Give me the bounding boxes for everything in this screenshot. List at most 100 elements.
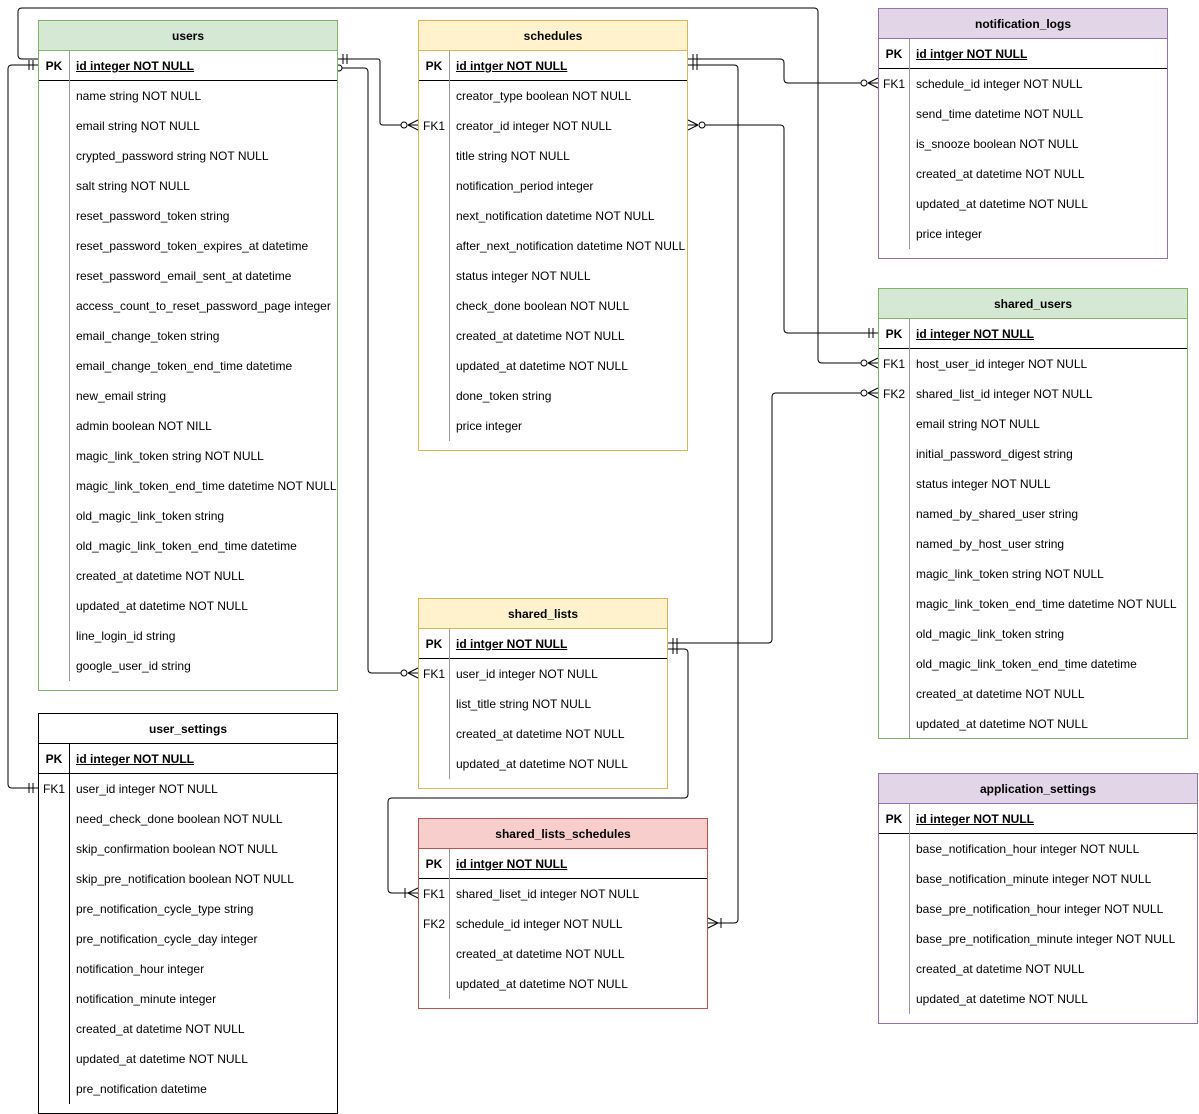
field-row: updated_at datetime NOT NULL bbox=[879, 189, 1167, 219]
field-row: old_magic_link_token string bbox=[879, 619, 1187, 649]
field-name: price integer bbox=[456, 419, 523, 433]
field-name: creator_type boolean NOT NULL bbox=[456, 89, 632, 103]
key-label bbox=[419, 141, 449, 171]
field-name: old_magic_link_token string bbox=[76, 509, 225, 523]
column-divider bbox=[909, 319, 910, 349]
key-label: FK1 bbox=[422, 119, 445, 133]
key-label bbox=[419, 689, 449, 719]
field-name: created_at datetime NOT NULL bbox=[456, 727, 625, 741]
field-name: magic_link_token_end_time datetime NOT N… bbox=[916, 597, 1177, 611]
rel-sharedlists-sharedusers bbox=[668, 392, 864, 644]
key-label bbox=[39, 894, 69, 924]
key-label: PK bbox=[885, 47, 903, 61]
field-row: created_at datetime NOT NULL bbox=[419, 321, 687, 351]
key-label bbox=[879, 709, 909, 739]
field-name: name string NOT NULL bbox=[76, 89, 202, 103]
field-name: reset_password_email_sent_at datetime bbox=[76, 269, 292, 283]
primary-key-row: PK id intger NOT NULL bbox=[419, 849, 707, 879]
field-row: updated_at datetime NOT NULL bbox=[879, 709, 1187, 739]
field-name: schedule_id integer NOT NULL bbox=[916, 77, 1083, 91]
key-label bbox=[879, 439, 909, 469]
key-label: PK bbox=[45, 59, 63, 73]
field-name: skip_pre_notification boolean NOT NULL bbox=[76, 872, 294, 886]
field-row: notification_period integer bbox=[419, 171, 687, 201]
table-title: shared_lists_schedules bbox=[419, 819, 707, 849]
field-name: after_next_notification datetime NOT NUL… bbox=[456, 239, 686, 253]
field-name: created_at datetime NOT NULL bbox=[76, 569, 245, 583]
key-label bbox=[39, 651, 69, 681]
column-divider bbox=[909, 804, 910, 834]
field-row: is_snooze boolean NOT NULL bbox=[879, 129, 1167, 159]
key-label bbox=[39, 81, 69, 111]
key-label bbox=[39, 351, 69, 381]
field-name: pre_notification datetime bbox=[76, 1082, 207, 1096]
key-label bbox=[419, 201, 449, 231]
rel-users-usersettings-start-one-marker bbox=[28, 60, 34, 70]
field-name: need_check_done boolean NOT NULL bbox=[76, 812, 283, 826]
field-row: google_user_id string bbox=[39, 651, 337, 681]
field-name: is_snooze boolean NOT NULL bbox=[916, 137, 1079, 151]
key-label bbox=[419, 351, 449, 381]
field-row: notification_minute integer bbox=[39, 984, 337, 1014]
column-divider bbox=[69, 81, 70, 681]
key-label bbox=[39, 954, 69, 984]
rel-schedules-sls-start-one-marker bbox=[692, 60, 698, 70]
table-title: schedules bbox=[419, 21, 687, 51]
field-row: name string NOT NULL bbox=[39, 81, 337, 111]
key-label bbox=[39, 864, 69, 894]
field-name: id integer NOT NULL bbox=[76, 752, 194, 766]
rel-sharedlists-sls-end-crows-foot bbox=[407, 887, 419, 899]
key-label bbox=[39, 291, 69, 321]
field-row: old_magic_link_token_end_time datetime bbox=[39, 531, 337, 561]
key-label bbox=[879, 559, 909, 589]
field-name: pre_notification_cycle_day integer bbox=[76, 932, 258, 946]
field-row: reset_password_email_sent_at datetime bbox=[39, 261, 337, 291]
column-divider bbox=[449, 879, 450, 999]
key-label bbox=[39, 261, 69, 291]
rel-sharedusers-schedules bbox=[703, 124, 878, 334]
key-label bbox=[39, 201, 69, 231]
field-row: need_check_done boolean NOT NULL bbox=[39, 804, 337, 834]
rel-schedules-sls-end-crows-foot bbox=[707, 917, 719, 929]
field-name: base_notification_hour integer NOT NULL bbox=[916, 842, 1140, 856]
field-name: email_change_token string bbox=[76, 329, 220, 343]
field-name: new_email string bbox=[76, 389, 167, 403]
column-divider bbox=[69, 51, 70, 81]
key-label bbox=[39, 531, 69, 561]
field-row: pre_notification_cycle_type string bbox=[39, 894, 337, 924]
field-name: done_token string bbox=[456, 389, 552, 403]
field-name: named_by_host_user string bbox=[916, 537, 1065, 551]
key-label: FK1 bbox=[422, 667, 445, 681]
field-name: id intger NOT NULL bbox=[456, 857, 568, 871]
field-row: created_at datetime NOT NULL bbox=[419, 719, 667, 749]
key-label bbox=[879, 679, 909, 709]
field-row: magic_link_token_end_time datetime NOT N… bbox=[879, 589, 1187, 619]
field-name: magic_link_token_end_time datetime NOT N… bbox=[76, 479, 337, 493]
rel-users-sharedusers-end-zero-circle bbox=[860, 359, 868, 367]
field-row: salt string NOT NULL bbox=[39, 171, 337, 201]
key-label: FK2 bbox=[882, 387, 905, 401]
rel-sharedusers-schedules-start-one-marker bbox=[868, 328, 874, 338]
field-row: price integer bbox=[879, 219, 1167, 249]
field-row: email string NOT NULL bbox=[879, 409, 1187, 439]
table-title: shared_users bbox=[879, 289, 1187, 319]
field-name: line_login_id string bbox=[76, 629, 176, 643]
key-label: PK bbox=[425, 857, 443, 871]
field-name: created_at datetime NOT NULL bbox=[916, 962, 1085, 976]
key-label bbox=[879, 99, 909, 129]
field-row: title string NOT NULL bbox=[419, 141, 687, 171]
field-name: updated_at datetime NOT NULL bbox=[916, 717, 1088, 731]
field-name: id integer NOT NULL bbox=[76, 59, 194, 73]
field-name: created_at datetime NOT NULL bbox=[916, 687, 1085, 701]
field-row: created_at datetime NOT NULL bbox=[39, 1014, 337, 1044]
rel-users-schedules-end-crows-foot bbox=[407, 119, 419, 131]
rel-users-sharedlists-end-crows-foot bbox=[407, 667, 419, 679]
rel-sharedlists-sharedusers-end-zero-circle bbox=[860, 389, 868, 397]
